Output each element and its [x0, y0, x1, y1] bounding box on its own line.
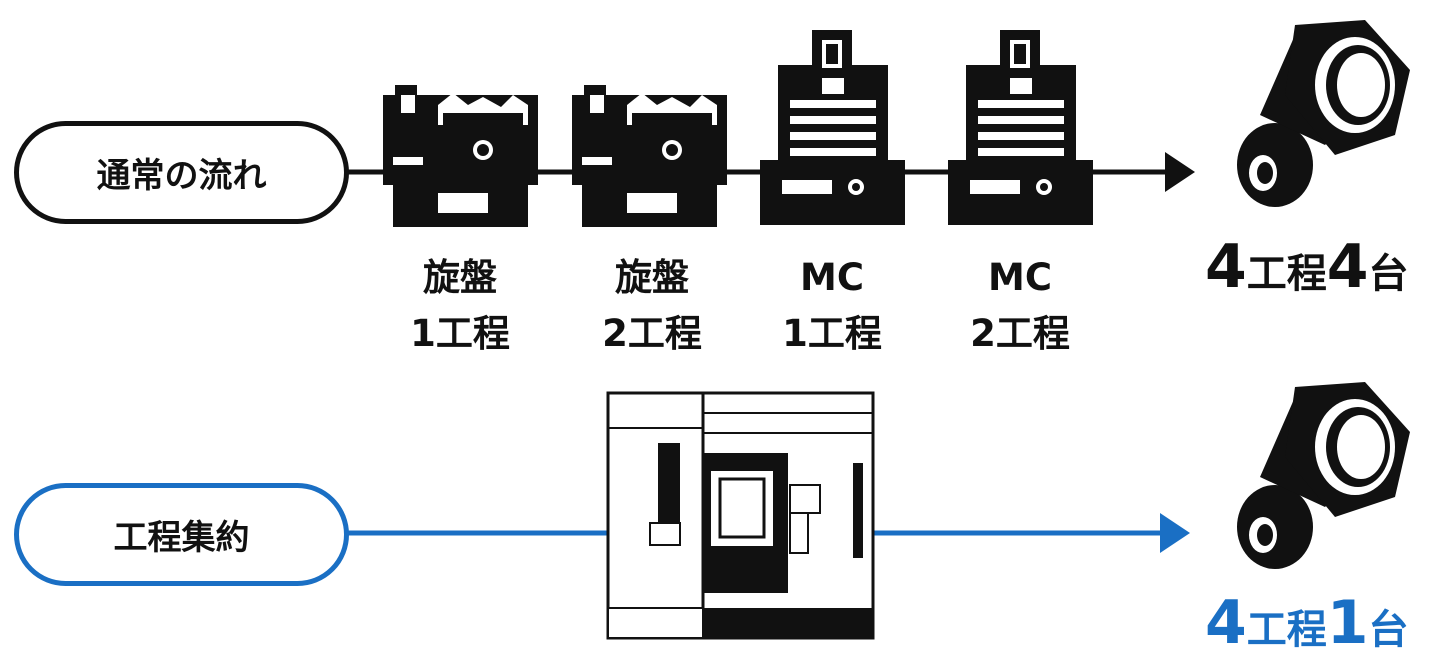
result-process-unit: 工程	[1246, 251, 1327, 297]
result-machine-unit: 台	[1368, 607, 1409, 653]
step-process: 1工程	[410, 312, 510, 355]
step-machine: MC	[988, 256, 1052, 299]
normal-flow-result: 4工程4台	[1205, 232, 1409, 302]
integrated-flow-label-text: 工程集約	[113, 518, 250, 558]
result-process-count: 4	[1205, 588, 1247, 658]
result-machine-count: 4	[1326, 232, 1369, 302]
machining-center-1-icon	[760, 30, 905, 225]
normal-flow-label-text: 通常の流れ	[96, 156, 267, 196]
result-process-unit: 工程	[1246, 607, 1327, 653]
step-machine: 旋盤	[423, 256, 497, 299]
machining-center-2-icon	[948, 30, 1093, 225]
step-process: 2工程	[970, 312, 1070, 355]
step-machine: 旋盤	[615, 256, 689, 299]
lathe-2-icon	[572, 85, 727, 227]
result-process-count: 4	[1205, 232, 1247, 302]
multitasking-machine-icon	[606, 391, 875, 640]
step-label-mc-1: MC 1工程	[752, 250, 912, 362]
integrated-flow-label: 工程集約	[14, 483, 349, 586]
step-process: 1工程	[782, 312, 882, 355]
integrated-flow-result: 4工程1台	[1205, 588, 1409, 658]
step-machine: MC	[800, 256, 864, 299]
result-machine-count: 1	[1326, 588, 1369, 658]
step-label-lathe-1: 旋盤 1工程	[380, 250, 540, 362]
normal-flow-label: 通常の流れ	[14, 121, 349, 224]
lathe-1-icon	[383, 85, 538, 227]
normal-flow-arrowhead	[1165, 152, 1195, 192]
step-process: 2工程	[602, 312, 702, 355]
result-machine-unit: 台	[1368, 251, 1409, 297]
workpiece-part-icon	[1237, 382, 1410, 569]
step-label-lathe-2: 旋盤 2工程	[572, 250, 732, 362]
integrated-flow-arrowhead	[1160, 513, 1190, 553]
workpiece-part-icon	[1237, 20, 1410, 207]
step-label-mc-2: MC 2工程	[940, 250, 1100, 362]
